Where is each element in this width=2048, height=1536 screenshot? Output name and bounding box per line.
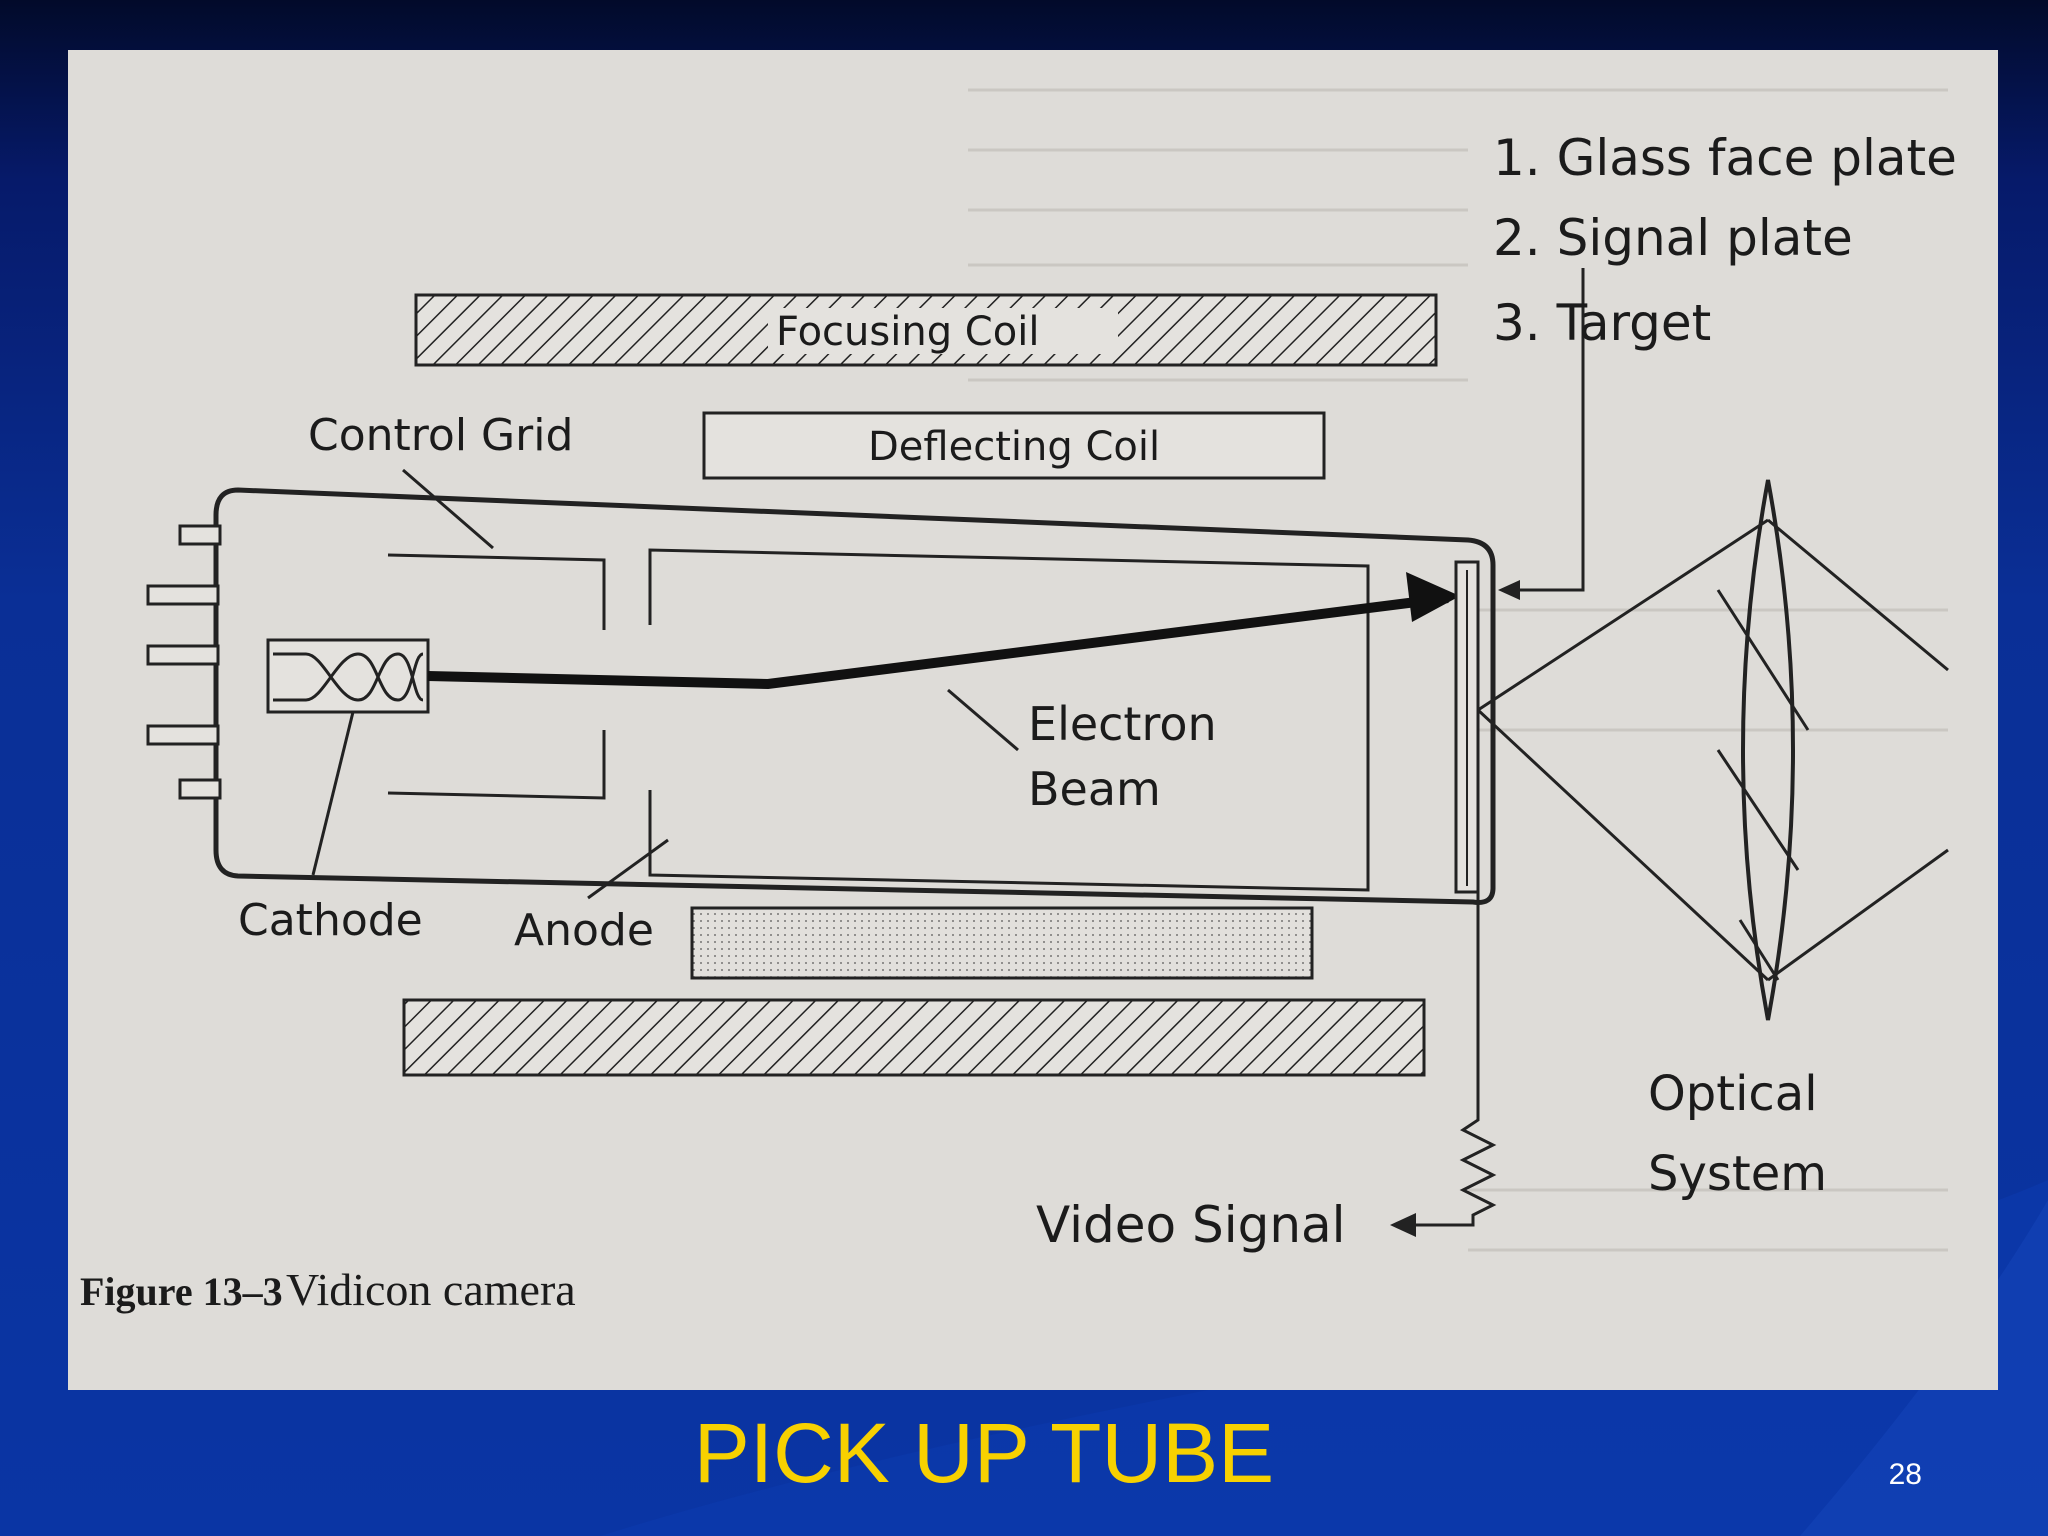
tube-pins bbox=[146, 524, 222, 800]
optical-system-label-2: System bbox=[1648, 1146, 1827, 1202]
anode-leader bbox=[587, 838, 669, 900]
optical-lens bbox=[1741, 479, 1795, 1021]
figure-caption-text: Vidicon camera bbox=[286, 1264, 576, 1315]
focusing-coil-label: Focusing Coil bbox=[776, 309, 1039, 355]
optical-system-label-1: Optical bbox=[1648, 1066, 1818, 1122]
page-number: 28 bbox=[1888, 1458, 1922, 1491]
optical-rays bbox=[1476, 518, 1949, 982]
electron-beam-leader bbox=[947, 688, 1019, 752]
video-signal-wire bbox=[1408, 892, 1497, 1227]
control-grid-leader bbox=[402, 468, 494, 550]
cathode-label: Cathode bbox=[238, 895, 423, 946]
legend-item-3: 3. Target bbox=[1493, 294, 1711, 352]
deflecting-coil-bottom bbox=[690, 906, 1314, 980]
cathode-filament bbox=[273, 652, 424, 702]
faint-page-text bbox=[968, 88, 1948, 1252]
cathode-leader bbox=[311, 711, 355, 876]
electron-beam-label-2: Beam bbox=[1028, 762, 1161, 816]
legend-pointer bbox=[1508, 268, 1585, 592]
video-signal-label: Video Signal bbox=[1036, 1196, 1346, 1254]
electron-beam bbox=[427, 593, 1449, 690]
anode-electrode bbox=[648, 548, 1370, 892]
electron-beam-label-1: Electron bbox=[1028, 697, 1217, 751]
electron-beam-arrowhead bbox=[1406, 572, 1460, 622]
figure-caption-number: Figure 13–3 bbox=[80, 1269, 283, 1314]
figure-panel: Focusing Coil Deflecting Coil Control Gr… bbox=[68, 50, 1998, 1390]
slide-title: PICK UP TUBE bbox=[693, 1406, 1275, 1500]
focusing-coil-label-bg bbox=[768, 308, 1118, 354]
anode-label: Anode bbox=[514, 905, 654, 956]
focusing-coil-bottom bbox=[402, 998, 1426, 1077]
video-signal-arrowhead bbox=[1390, 1213, 1416, 1237]
control-grid-electrode-lower bbox=[387, 730, 606, 800]
legend-item-1: 1. Glass face plate bbox=[1493, 129, 1957, 187]
deflecting-coil-label: Deflecting Coil bbox=[868, 424, 1160, 470]
tube-envelope bbox=[213, 487, 1496, 905]
control-grid-label: Control Grid bbox=[308, 410, 573, 461]
deflecting-coil-top bbox=[702, 411, 1326, 480]
vidicon-diagram: Focusing Coil Deflecting Coil Control Gr… bbox=[80, 88, 1957, 1315]
control-grid-electrode bbox=[387, 553, 606, 630]
legend-item-2: 2. Signal plate bbox=[1493, 209, 1853, 267]
legend-pointer-arrowhead bbox=[1498, 580, 1520, 600]
